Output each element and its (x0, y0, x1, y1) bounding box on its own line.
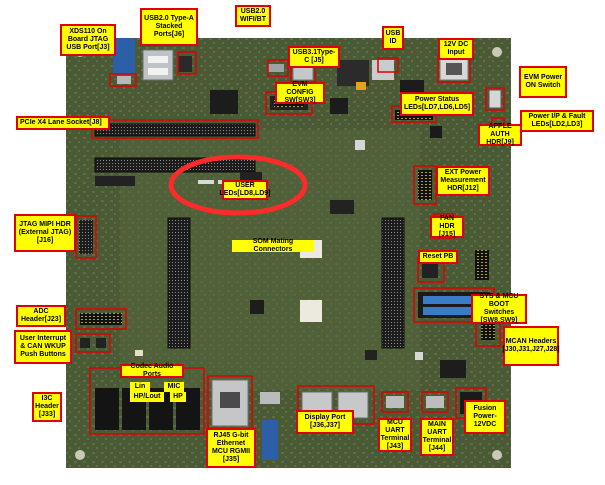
label-apple-auth: APPLE AUTH HDR[J9] (478, 123, 522, 146)
pcie-socket (94, 123, 256, 137)
label-rj45: RJ45 G-bit Ethernet MCU RGMII [J35] (206, 428, 256, 468)
label-usb2-typea: USB2.0 Type-A Stacked Ports[J6] (140, 8, 198, 46)
label-pcie-socket: PCIe X4 Lane Socket[J8] (16, 116, 110, 130)
label-reset-pb: Reset PB (418, 250, 458, 264)
usb-type-a-stack (142, 49, 174, 81)
label-evm-power-on: EVM Power ON Switch (519, 66, 567, 98)
som-connector-right (381, 217, 405, 349)
label-power-status: Power Status LEDs[LD7,LD6,LD5] (400, 92, 474, 116)
label-usb-id: USB ID (382, 26, 404, 50)
label-adc-header: ADC Header[J23] (16, 305, 66, 327)
label-sys-mcu-boot: SYS & MCU BOOT Switches [SW8,SW9] (471, 293, 527, 324)
label-mcu-uart: MCU UART Terminal [J43] (378, 418, 412, 452)
label-mic: MIC (164, 382, 184, 392)
label-user-leds: USER LEDs[LD8,LD9] (220, 180, 270, 200)
label-user-interrupt: User Interrupt & CAN WKUP Push Buttons (14, 330, 72, 364)
label-lin: Lin (130, 382, 150, 392)
label-hp-lout: HP/Lout (130, 392, 164, 402)
label-main-uart: MAIN UART Terminal [J44] (420, 418, 454, 456)
label-dc-input: 12V DC Input (438, 38, 474, 60)
label-usb31-typec: USB3.1Type-C [J5] (288, 46, 340, 68)
label-som-mating: SOM Mating Connectors (232, 238, 314, 253)
adc-header (80, 313, 122, 325)
audio-jack-1 (95, 388, 119, 430)
label-xds110: XDS110 On Board JTAG USB Port[J3] (60, 24, 116, 56)
label-fusion-power: Fusion Power- 12VDC (464, 400, 506, 434)
label-evm-config: EVM CONFIG SW[SW3] (275, 81, 325, 104)
label-ext-power: EXT Power Measurement HDR[J12] (436, 166, 490, 196)
label-jtag-mipi: JTAG MIPI HDR (External JTAG) [J16] (14, 214, 76, 252)
user-leds-highlight (168, 154, 308, 216)
label-display-port: Display Port [J36,J37] (296, 410, 354, 434)
rj45-jack (211, 379, 249, 427)
som-connector-left (167, 217, 191, 349)
label-codec-audio: Codec Audio Ports (120, 363, 184, 378)
xds110-usb-connector (113, 38, 135, 76)
jtag-mipi-header (79, 220, 93, 254)
label-mcan-headers: MCAN Headers [J30,J31,J27,J28] (502, 326, 560, 366)
label-hp: HP (170, 392, 186, 402)
label-fan-hdr: FAN HDR [J15] (430, 215, 464, 238)
label-power-fault: Power I/P & Fault LEDs[LD2,LD3] (520, 110, 594, 132)
label-usb2-wifi: USB2.0 WIFI/BT (235, 5, 271, 27)
label-i3c-header: I3C Header [J33] (32, 392, 62, 422)
